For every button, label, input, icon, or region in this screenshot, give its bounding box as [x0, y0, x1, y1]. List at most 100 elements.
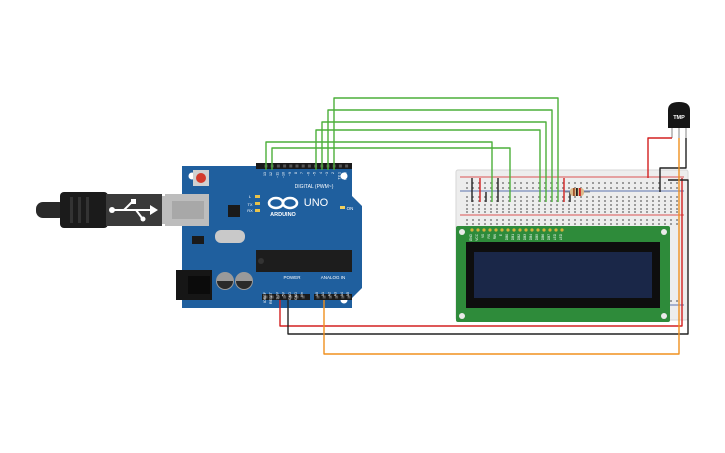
breadboard-hole: [472, 223, 474, 225]
breadboard-hole: [520, 182, 522, 184]
breadboard-hole: [622, 223, 624, 225]
breadboard-hole: [586, 219, 588, 221]
breadboard-hole: [574, 223, 576, 225]
breadboard-hole: [676, 196, 678, 198]
breadboard-hole: [604, 196, 606, 198]
breadboard-hole: [658, 211, 660, 213]
atmega-chip: [256, 250, 352, 272]
breadboard-hole: [568, 208, 570, 210]
breadboard-hole: [538, 187, 540, 189]
breadboard-hole: [622, 211, 624, 213]
breadboard-hole: [514, 208, 516, 210]
breadboard-hole: [616, 223, 618, 225]
power-pin-label: 5V: [282, 291, 286, 296]
breadboard-hole: [592, 187, 594, 189]
breadboard-hole: [592, 182, 594, 184]
breadboard-hole: [574, 182, 576, 184]
breadboard-hole: [526, 187, 528, 189]
breadboard-hole: [562, 187, 564, 189]
analog-pin-label: A2: [327, 292, 331, 296]
breadboard-hole: [628, 196, 630, 198]
breadboard-hole: [580, 196, 582, 198]
on-led-label: ON: [347, 206, 354, 211]
wires: [265, 97, 689, 355]
digital-pin-label: 4: [319, 172, 323, 174]
breadboard-hole: [532, 211, 534, 213]
breadboard-hole: [658, 182, 660, 184]
breadboard-hole: [502, 200, 504, 202]
breadboard-hole: [556, 219, 558, 221]
power-pin: [270, 295, 274, 299]
analog-pin-label: A4: [340, 292, 344, 296]
breadboard-hole: [628, 208, 630, 210]
breadboard-hole: [634, 211, 636, 213]
lcd-pin-label: DB1: [511, 234, 515, 240]
lcd-pin-label: DB6: [541, 234, 545, 240]
tx-led-label: TX: [247, 202, 252, 207]
breadboard-hole: [532, 219, 534, 221]
lcd-pin: [512, 228, 516, 232]
power-pin: [289, 295, 293, 299]
breadboard-hole: [622, 200, 624, 202]
breadboard-hole: [634, 223, 636, 225]
breadboard-hole: [556, 200, 558, 202]
breadboard-hole: [472, 208, 474, 210]
analog-pin: [341, 295, 345, 299]
breadboard-hole: [508, 219, 510, 221]
breadboard-hole: [640, 182, 642, 184]
breadboard-hole: [580, 211, 582, 213]
usb-symbol-icon: [109, 199, 158, 222]
breadboard-hole: [568, 219, 570, 221]
breadboard-hole: [622, 196, 624, 198]
breadboard-hole: [514, 200, 516, 202]
lcd-screen: [474, 252, 652, 298]
breadboard-hole: [598, 200, 600, 202]
breadboard-hole: [484, 187, 486, 189]
digital-pin-label: ~5: [313, 172, 317, 176]
breadboard-hole: [562, 208, 564, 210]
breadboard-hole: [532, 196, 534, 198]
breadboard-hole: [526, 204, 528, 206]
breadboard-hole: [658, 208, 660, 210]
breadboard-hole: [490, 204, 492, 206]
wire-green-db6: [327, 109, 553, 202]
breadboard-hole: [646, 187, 648, 189]
breadboard-hole: [496, 204, 498, 206]
breadboard-hole: [514, 196, 516, 198]
breadboard-hole: [616, 204, 618, 206]
breadboard-hole: [544, 219, 546, 221]
breadboard-hole: [664, 200, 666, 202]
breadboard-hole: [556, 208, 558, 210]
power-pin: [264, 295, 268, 299]
breadboard-hole: [502, 187, 504, 189]
breadboard-hole: [652, 223, 654, 225]
breadboard-hole: [604, 211, 606, 213]
lcd-pin: [482, 228, 486, 232]
breadboard-hole: [604, 204, 606, 206]
breadboard-hole: [670, 208, 672, 210]
lcd-pin: [560, 228, 564, 232]
breadboard-hole: [562, 219, 564, 221]
breadboard-hole: [610, 219, 612, 221]
lcd-pin: [506, 228, 510, 232]
breadboard-hole: [568, 204, 570, 206]
analog-pin-label: A1: [321, 292, 325, 296]
breadboard-hole: [568, 187, 570, 189]
power-pin-label: IOREF: [263, 291, 267, 303]
breadboard-hole: [550, 204, 552, 206]
breadboard-hole: [466, 187, 468, 189]
wire-green-db4: [315, 129, 541, 202]
breadboard-hole: [568, 211, 570, 213]
breadboard-hole: [508, 211, 510, 213]
breadboard-hole: [610, 208, 612, 210]
lcd-pin: [554, 228, 558, 232]
breadboard-hole: [670, 219, 672, 221]
tmp36-sensor: TMP: [668, 102, 690, 138]
wire-red-sensor: [647, 137, 672, 178]
breadboard-hole: [652, 208, 654, 210]
breadboard-hole: [634, 182, 636, 184]
analog-header: [314, 294, 352, 300]
power-pin-label: Vin: [300, 292, 304, 297]
breadboard-hole: [586, 182, 588, 184]
